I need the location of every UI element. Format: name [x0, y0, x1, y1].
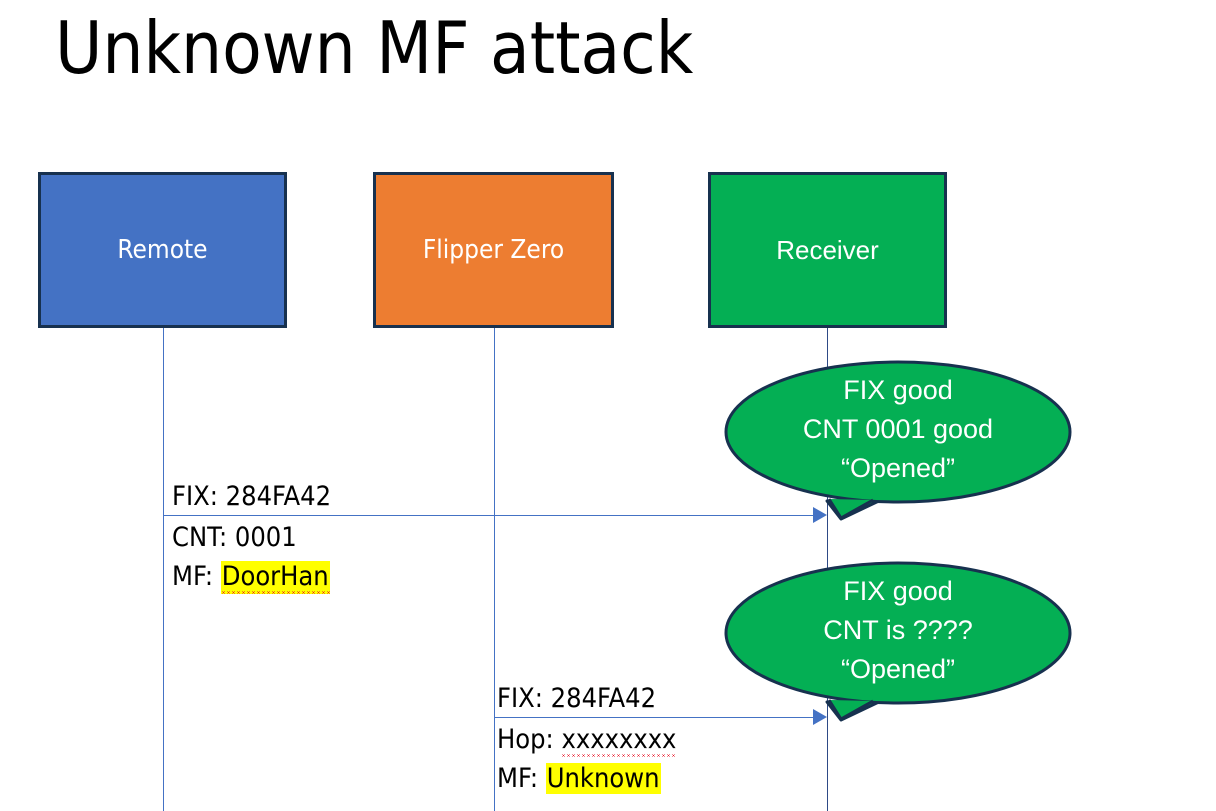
message-2-fix-text: FIX: 284FA42: [497, 683, 657, 714]
message-1-cnt-text: CNT: 0001: [172, 522, 297, 553]
message-1-fix-text: FIX: 284FA42: [172, 481, 332, 512]
message-2-label-above: FIX: 284FA42: [497, 679, 656, 718]
message-1-label-below: CNT: 0001 MF: DoorHan: [172, 518, 330, 596]
message-2-hop-value: xxxxxxxx: [561, 724, 677, 755]
message-1-cnt-line: CNT: 0001: [172, 518, 330, 557]
message-arrow-remote-to-receiver: [163, 515, 815, 516]
arrowhead-icon: [813, 709, 827, 725]
actor-label-flipper-zero: Flipper Zero: [422, 235, 565, 265]
lifeline-flipper-zero: [494, 327, 495, 811]
callout-bubble-shape: [724, 360, 1072, 521]
arrowhead-icon: [813, 507, 827, 523]
message-2-mf-value: Unknown: [545, 763, 661, 794]
message-1-label-above: FIX: 284FA42: [172, 477, 331, 516]
message-2-hop-prefix: Hop:: [497, 724, 562, 755]
lifeline-remote: [163, 327, 164, 811]
message-2-label-below: Hop: xxxxxxxx MF: Unknown: [497, 720, 677, 798]
message-arrow-flipper-to-receiver: [494, 717, 815, 718]
callout-bubble-shape: [724, 561, 1072, 722]
message-1-mf-prefix: MF:: [172, 561, 221, 592]
actor-label-receiver: Receiver: [776, 235, 879, 265]
message-1-mf-value: DoorHan: [221, 561, 329, 592]
message-2-mf-prefix: MF:: [497, 763, 546, 794]
callout-receiver-response-2: FIX good CNT is ???? “Opened”: [723, 558, 1073, 723]
actor-box-receiver[interactable]: Receiver: [708, 172, 947, 328]
message-2-mf-line: MF: Unknown: [497, 759, 676, 798]
message-2-hop-line: Hop: xxxxxxxx: [497, 720, 677, 759]
page-title: Unknown MF attack: [55, 6, 694, 90]
callout-receiver-response-1: FIX good CNT 0001 good “Opened”: [723, 357, 1073, 522]
actor-box-flipper-zero[interactable]: Flipper Zero: [373, 172, 614, 328]
message-1-mf-line: MF: DoorHan: [172, 557, 330, 596]
actor-label-remote: Remote: [117, 235, 208, 265]
actor-box-remote[interactable]: Remote: [38, 172, 287, 328]
